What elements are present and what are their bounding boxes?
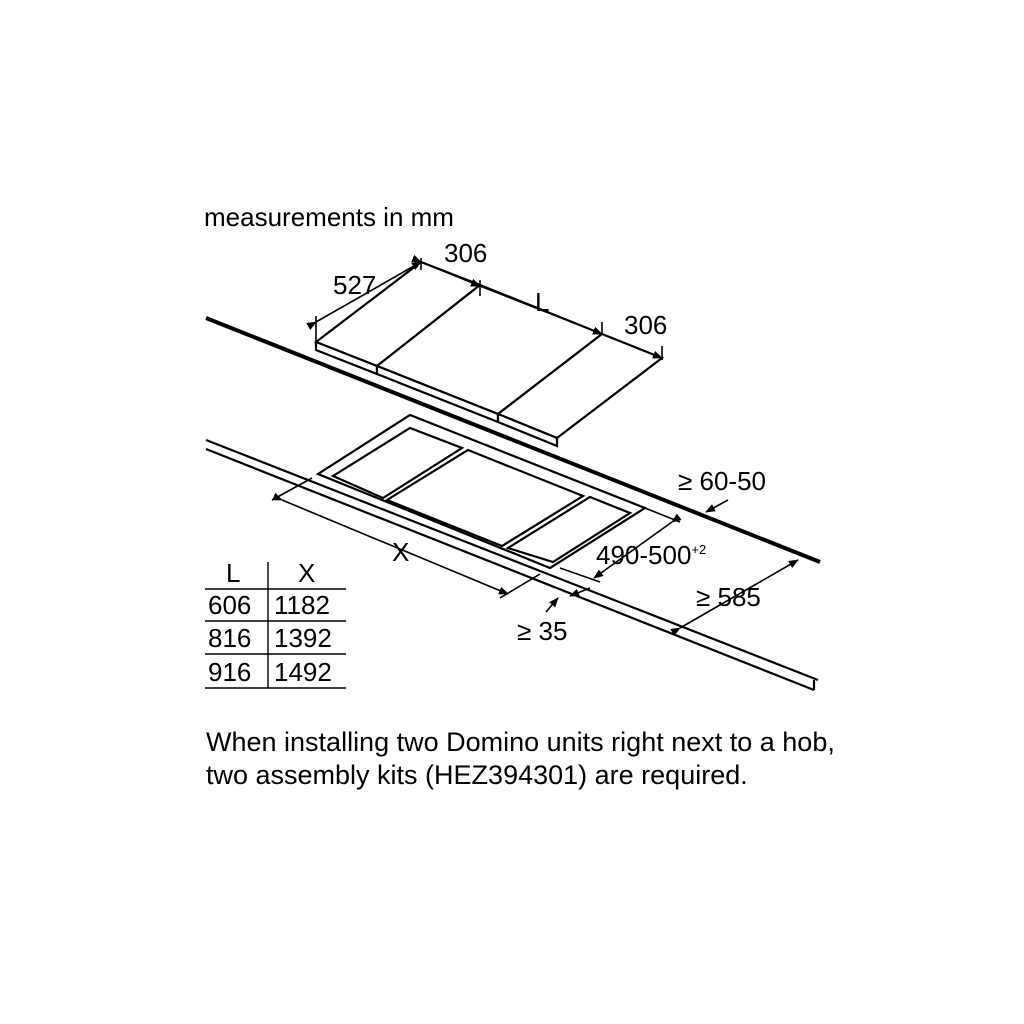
worktop-thickness-label: ≥ 60-50 (678, 466, 766, 496)
left-width-label: 306 (444, 238, 487, 268)
table-cell: 1492 (274, 657, 332, 687)
size-table: L X 606 1182 816 1392 916 1492 (205, 558, 346, 689)
middle-width-label: L (535, 287, 549, 317)
cutout-depth-label: 490-500+2 (596, 540, 706, 570)
table-cell: 816 (208, 623, 251, 653)
table-cell: 1182 (274, 590, 330, 620)
depth-label: 527 (333, 270, 376, 300)
min-front-distance-label: ≥ 35 (517, 616, 567, 646)
table-cell: 606 (208, 590, 251, 620)
installation-note: When installing two Domino units right n… (206, 727, 835, 790)
dimension-lines (271, 254, 799, 636)
table-header-l: L (226, 558, 240, 588)
table-cell: 916 (208, 657, 251, 687)
min-worktop-depth-label: ≥ 585 (696, 582, 761, 612)
table-header-x: X (298, 558, 315, 588)
right-width-label: 306 (624, 310, 667, 340)
units-label: measurements in mm (204, 202, 454, 232)
worktop-back-edge (205, 316, 821, 564)
table-cell: 1392 (274, 623, 332, 653)
cutout-length-label: X (392, 537, 409, 567)
